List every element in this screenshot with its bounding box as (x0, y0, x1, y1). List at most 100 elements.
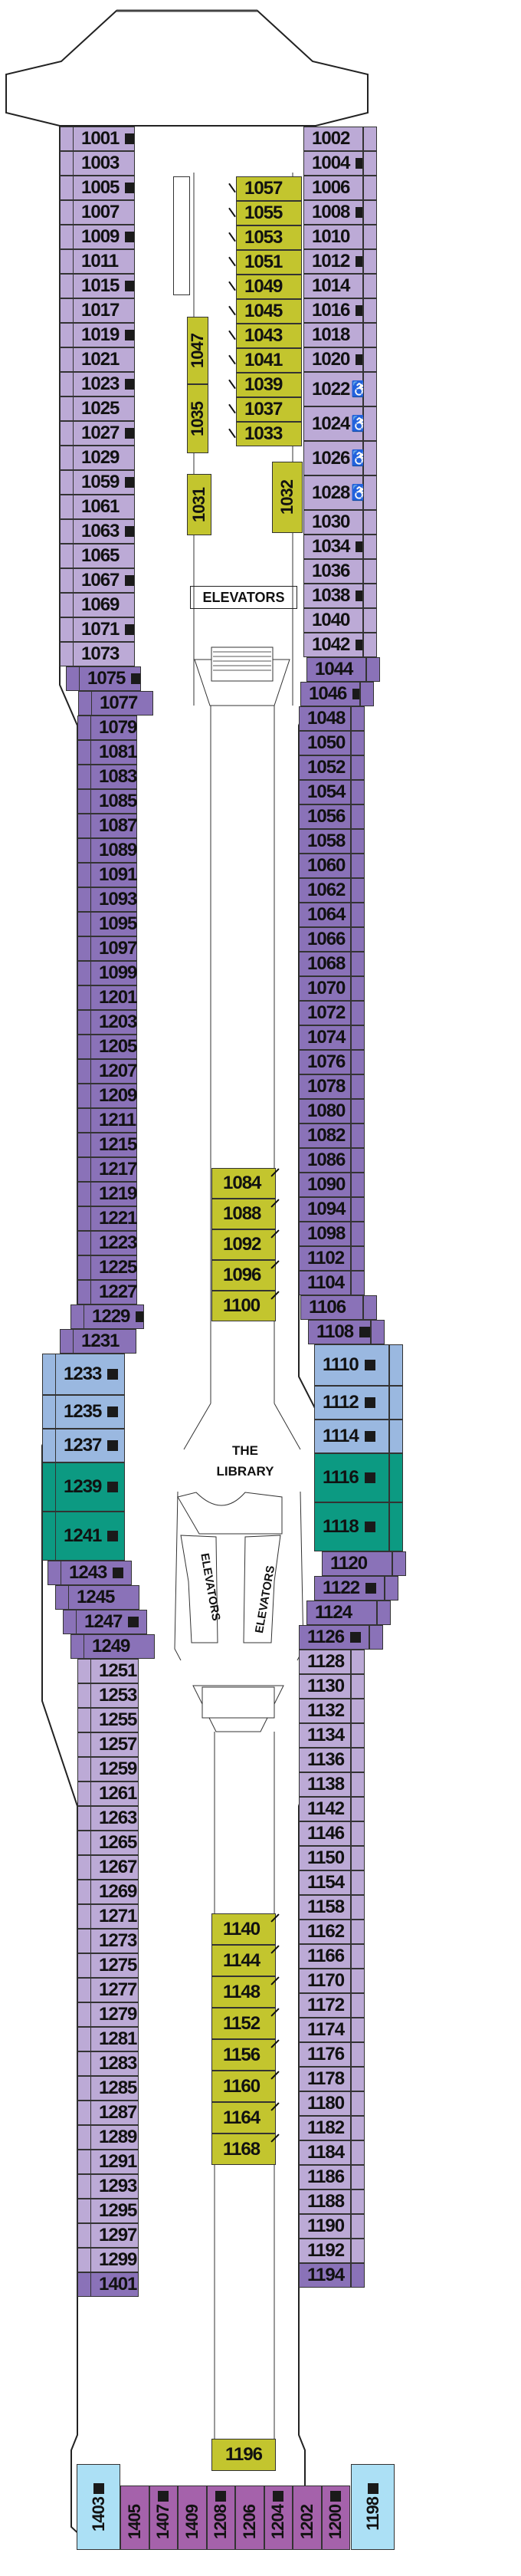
cabin-1178[interactable]: 1178 (299, 2067, 351, 2091)
cabin-1128[interactable]: 1128 (299, 1650, 351, 1674)
cabin-1130[interactable]: 1130 (299, 1674, 351, 1699)
cabin-1110[interactable]: 1110 (314, 1344, 389, 1386)
cabin-1271[interactable]: 1271 (90, 1904, 139, 1929)
cabin-1409[interactable]: 1409 (178, 2486, 207, 2550)
cabin-1066[interactable]: 1066 (299, 927, 351, 952)
cabin-1108[interactable]: 1108 (308, 1320, 371, 1344)
cabin-1015[interactable]: 1015 (73, 274, 135, 298)
cabin-1068[interactable]: 1068 (299, 952, 351, 976)
cabin-1038[interactable]: 1038 (303, 584, 363, 608)
cabin-1070[interactable]: 1070 (299, 976, 351, 1001)
cabin-1037[interactable]: 1037 (236, 397, 302, 422)
cabin-1039[interactable]: 1039 (236, 373, 302, 397)
cabin-1198[interactable]: 1198 (351, 2464, 395, 2550)
cabin-1263[interactable]: 1263 (90, 1806, 139, 1831)
cabin-1012[interactable]: 1012 (303, 249, 363, 274)
cabin-1058[interactable]: 1058 (299, 829, 351, 854)
cabin-1010[interactable]: 1010 (303, 225, 363, 249)
cabin-1118[interactable]: 1118 (314, 1502, 389, 1551)
cabin-1407[interactable]: 1407 (149, 2486, 178, 2550)
cabin-1003[interactable]: 1003 (73, 151, 135, 176)
cabin-1084[interactable]: 1084 (211, 1168, 276, 1199)
cabin-1247[interactable]: 1247 (76, 1610, 147, 1634)
cabin-1120[interactable]: 1120 (322, 1551, 392, 1576)
cabin-1251[interactable]: 1251 (90, 1659, 139, 1683)
cabin-1059[interactable]: 1059 (73, 470, 135, 495)
cabin-1206[interactable]: 1206 (235, 2486, 264, 2550)
cabin-1215[interactable]: 1215 (90, 1133, 137, 1157)
cabin-1083[interactable]: 1083 (90, 765, 137, 789)
cabin-1136[interactable]: 1136 (299, 1748, 351, 1772)
cabin-1208[interactable]: 1208 (206, 2486, 235, 2550)
cabin-1253[interactable]: 1253 (90, 1683, 139, 1708)
cabin-1018[interactable]: 1018 (303, 323, 363, 347)
cabin-1269[interactable]: 1269 (90, 1880, 139, 1904)
cabin-1405[interactable]: 1405 (120, 2486, 149, 2550)
cabin-1073[interactable]: 1073 (73, 642, 135, 666)
cabin-1055[interactable]: 1055 (236, 201, 302, 225)
cabin-1091[interactable]: 1091 (90, 863, 137, 887)
cabin-1024[interactable]: 1024♿ (303, 406, 370, 441)
cabin-1190[interactable]: 1190 (299, 2214, 351, 2239)
cabin-1265[interactable]: 1265 (90, 1831, 139, 1855)
cabin-1069[interactable]: 1069 (73, 593, 135, 617)
cabin-1074[interactable]: 1074 (299, 1025, 351, 1050)
cabin-1275[interactable]: 1275 (90, 1953, 139, 1978)
cabin-1093[interactable]: 1093 (90, 887, 137, 912)
cabin-1022[interactable]: 1022♿ (303, 372, 370, 406)
cabin-1202[interactable]: 1202 (293, 2486, 322, 2550)
cabin-1098[interactable]: 1098 (299, 1222, 351, 1246)
cabin-1072[interactable]: 1072 (299, 1001, 351, 1025)
cabin-1156[interactable]: 1156 (211, 2039, 276, 2071)
cabin-1201[interactable]: 1201 (90, 985, 137, 1010)
cabin-1219[interactable]: 1219 (90, 1182, 137, 1206)
cabin-1062[interactable]: 1062 (299, 878, 351, 903)
cabin-1221[interactable]: 1221 (90, 1206, 137, 1231)
cabin-1023[interactable]: 1023 (73, 372, 135, 396)
cabin-1160[interactable]: 1160 (211, 2071, 276, 2102)
cabin-1277[interactable]: 1277 (90, 1978, 139, 2002)
cabin-1054[interactable]: 1054 (299, 780, 351, 804)
cabin-1148[interactable]: 1148 (211, 1976, 276, 2008)
cabin-1170[interactable]: 1170 (299, 1969, 351, 1993)
cabin-1065[interactable]: 1065 (73, 544, 135, 568)
cabin-1227[interactable]: 1227 (90, 1280, 137, 1304)
cabin-1229[interactable]: 1229 (84, 1304, 144, 1329)
cabin-1205[interactable]: 1205 (90, 1035, 137, 1059)
cabin-1116[interactable]: 1116 (314, 1453, 389, 1502)
cabin-1056[interactable]: 1056 (299, 804, 351, 829)
cabin-1005[interactable]: 1005 (73, 176, 135, 200)
cabin-1049[interactable]: 1049 (236, 275, 302, 299)
cabin-1299[interactable]: 1299 (90, 2248, 139, 2272)
cabin-1174[interactable]: 1174 (299, 2018, 351, 2042)
cabin-1078[interactable]: 1078 (299, 1074, 351, 1099)
cabin-1064[interactable]: 1064 (299, 903, 351, 927)
cabin-1007[interactable]: 1007 (73, 200, 135, 225)
cabin-1281[interactable]: 1281 (90, 2027, 139, 2051)
cabin-1014[interactable]: 1014 (303, 274, 363, 298)
cabin-1249[interactable]: 1249 (84, 1634, 155, 1659)
cabin-1041[interactable]: 1041 (236, 348, 302, 373)
cabin-1004[interactable]: 1004 (303, 151, 363, 176)
cabin-1011[interactable]: 1011 (73, 249, 135, 274)
cabin-1188[interactable]: 1188 (299, 2189, 351, 2214)
cabin-1099[interactable]: 1099 (90, 961, 137, 985)
cabin-1235[interactable]: 1235 (55, 1395, 125, 1429)
cabin-1019[interactable]: 1019 (73, 323, 135, 347)
cabin-1245[interactable]: 1245 (68, 1585, 139, 1610)
cabin-1077[interactable]: 1077 (91, 691, 153, 716)
cabin-1104[interactable]: 1104 (299, 1271, 351, 1295)
cabin-1017[interactable]: 1017 (73, 298, 135, 323)
cabin-1001[interactable]: 1001 (73, 127, 135, 151)
cabin-1061[interactable]: 1061 (73, 495, 135, 519)
cabin-1089[interactable]: 1089 (90, 838, 137, 863)
cabin-1063[interactable]: 1063 (73, 519, 135, 544)
cabin-1106[interactable]: 1106 (300, 1295, 363, 1320)
cabin-1071[interactable]: 1071 (73, 617, 135, 642)
cabin-1217[interactable]: 1217 (90, 1157, 137, 1182)
cabin-1257[interactable]: 1257 (90, 1732, 139, 1757)
cabin-1034[interactable]: 1034 (303, 535, 363, 559)
cabin-1114[interactable]: 1114 (314, 1420, 389, 1453)
cabin-1285[interactable]: 1285 (90, 2076, 139, 2101)
cabin-1209[interactable]: 1209 (90, 1084, 137, 1108)
